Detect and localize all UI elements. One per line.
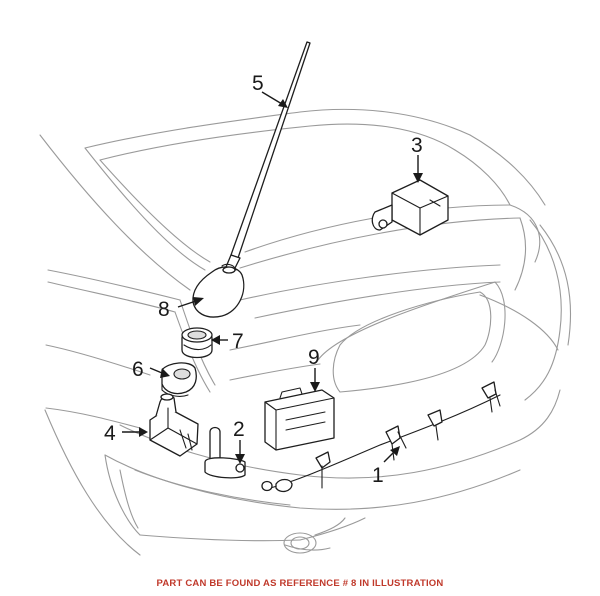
- seal-pad-part: [161, 362, 197, 397]
- callout-9: 9: [308, 346, 320, 369]
- antenna-mast-part: [225, 41, 311, 271]
- callout-6: 6: [132, 358, 144, 381]
- grommet-part: [181, 327, 213, 359]
- antenna-bracket-part: [149, 393, 199, 457]
- control-module-part: [371, 179, 449, 236]
- callout-8: 8: [158, 298, 170, 321]
- callout-5: 5: [252, 72, 264, 95]
- callout-1: 1: [372, 464, 384, 487]
- reference-note: PART CAN BE FOUND AS REFERENCE # 8 IN IL…: [156, 578, 444, 589]
- callout-leaders: [122, 91, 423, 464]
- wiring-harness-part: [261, 381, 501, 493]
- callout-4: 4: [104, 422, 116, 445]
- car-body-outline: [39, 108, 572, 556]
- callout-3: 3: [411, 134, 423, 157]
- callout-7: 7: [232, 330, 244, 353]
- antenna-cable-part: [204, 426, 246, 479]
- antenna-base-part: [192, 263, 245, 318]
- callout-2: 2: [233, 418, 245, 441]
- panel-module-part: [264, 387, 335, 451]
